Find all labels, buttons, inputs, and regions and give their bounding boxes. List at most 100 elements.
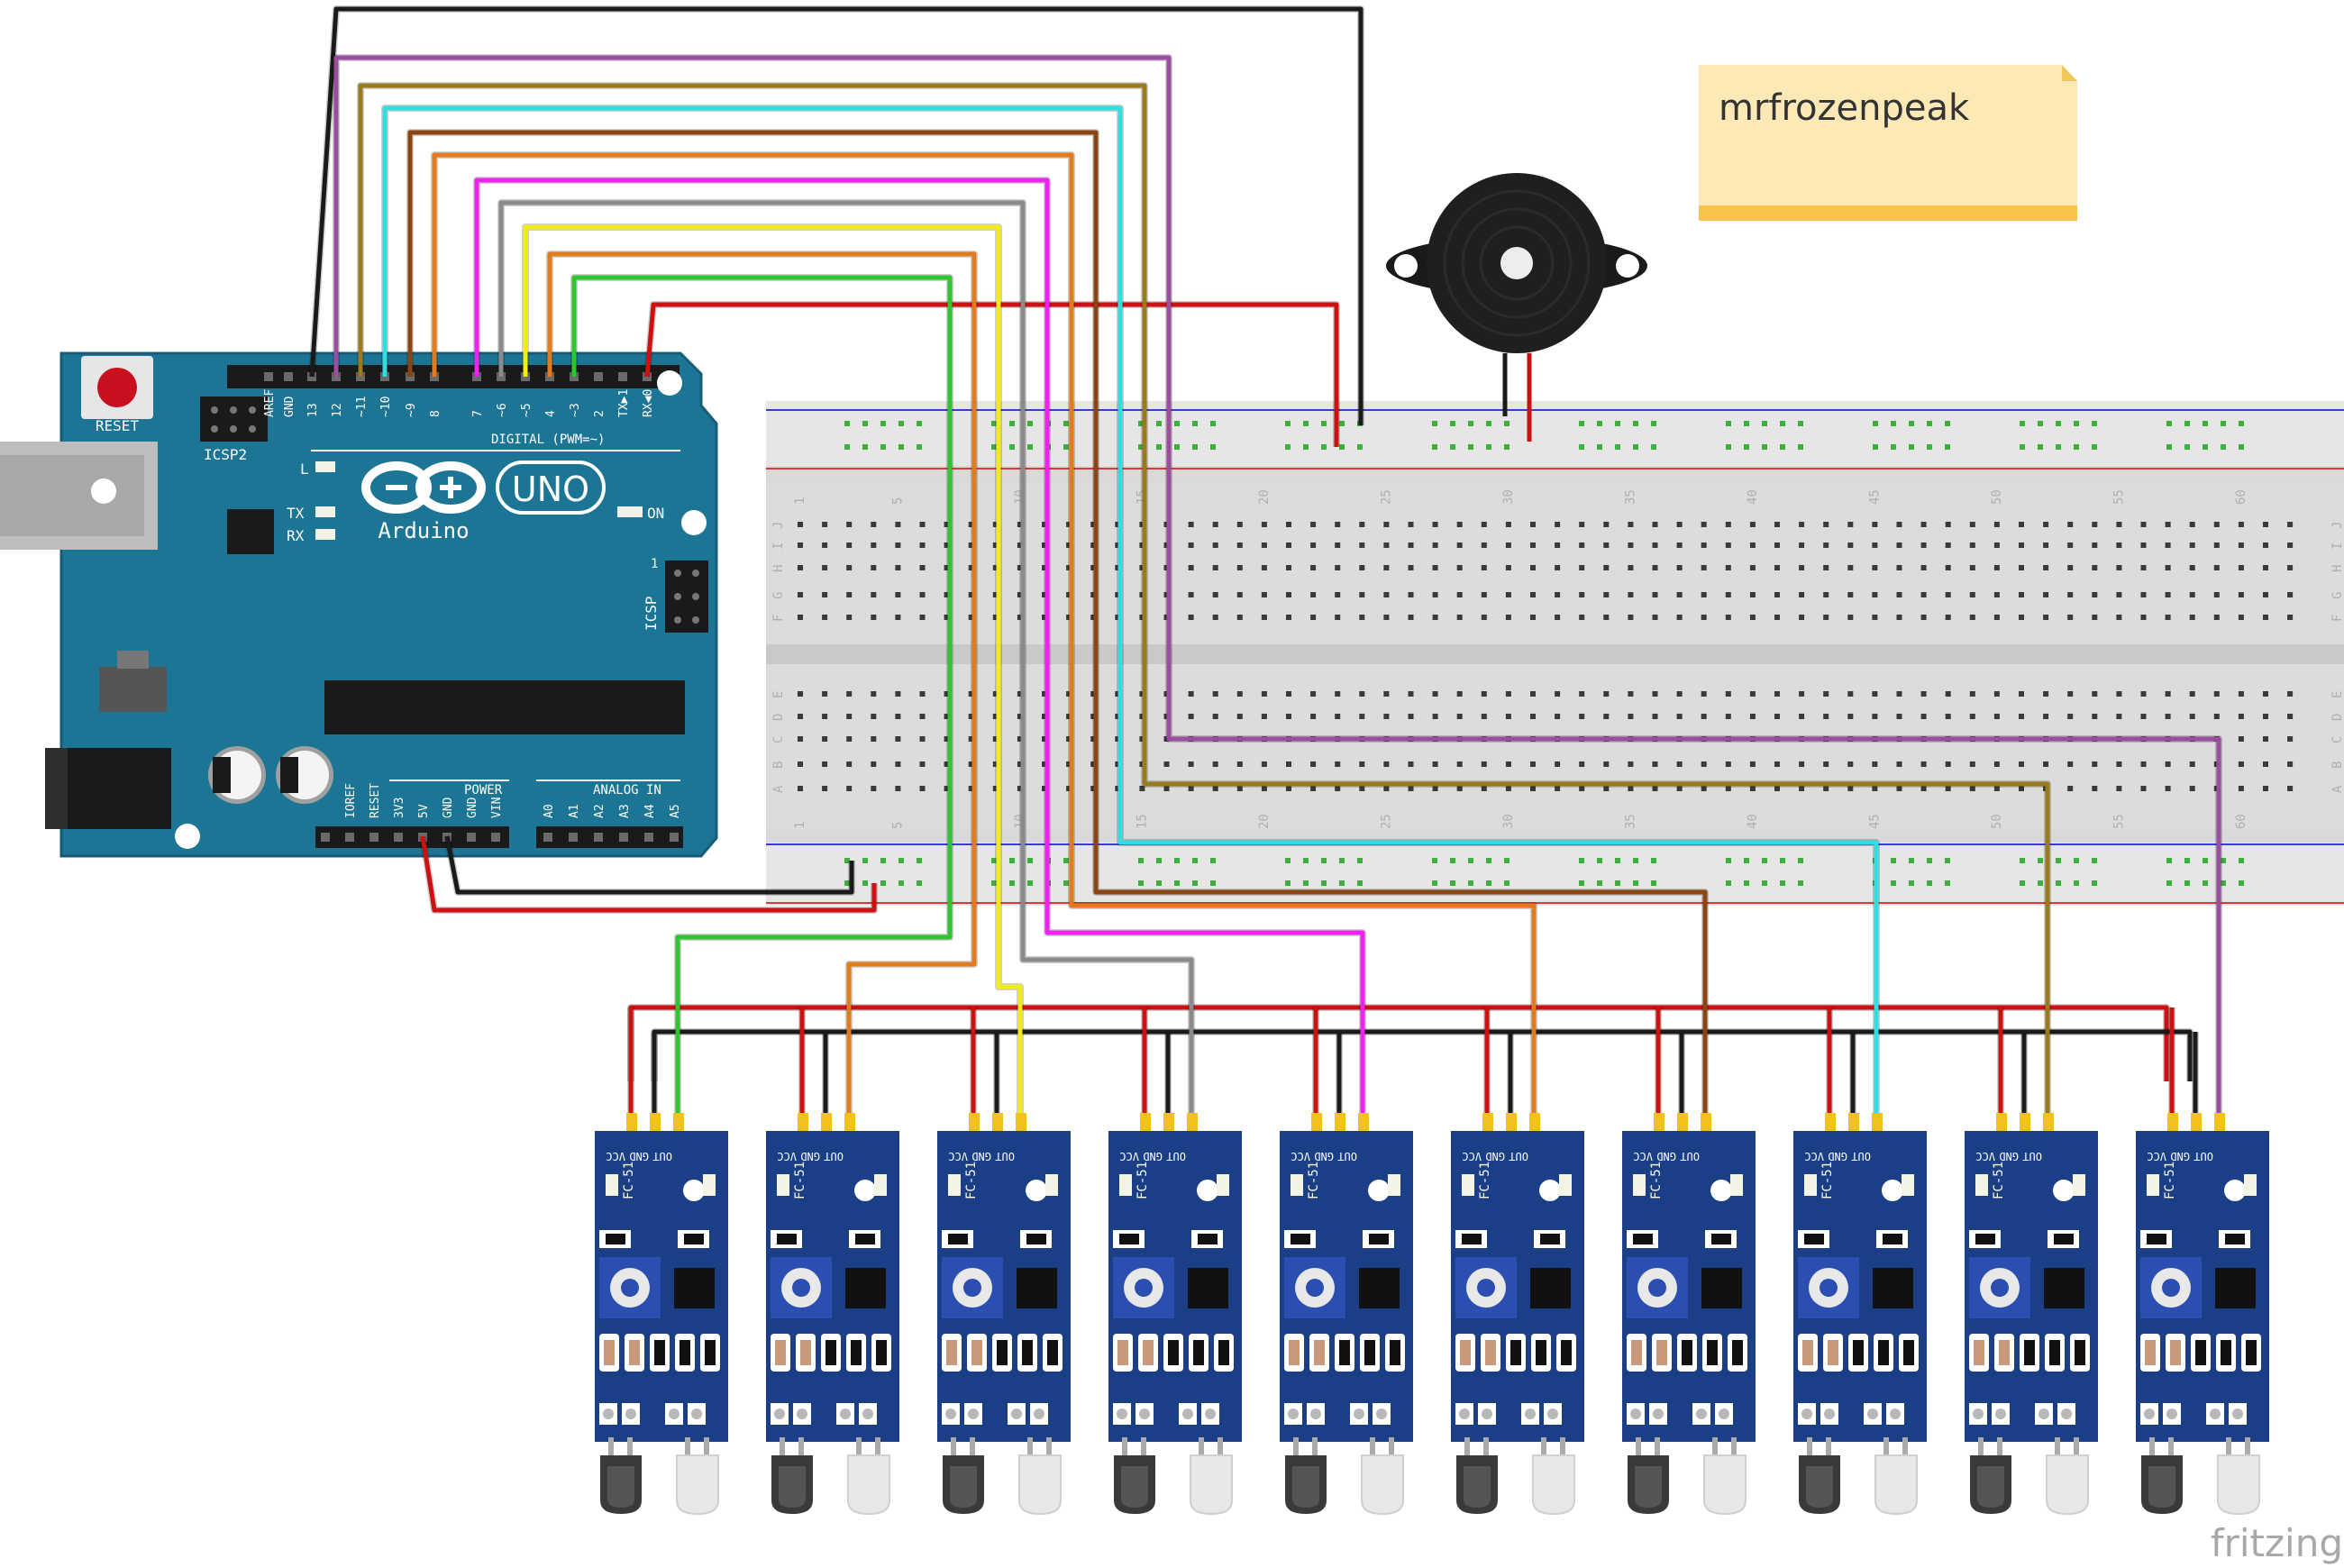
note-label: mrfrozenpeak bbox=[1699, 65, 2077, 221]
wire-signal-to-sensor bbox=[523, 224, 1023, 1113]
rx-label: RX bbox=[287, 527, 305, 544]
sensor-pin-label: VCC bbox=[1633, 1150, 1653, 1162]
wire-gnd-to-bottom-rail bbox=[444, 835, 854, 895]
fritzing-watermark: fritzing bbox=[2211, 1521, 2343, 1565]
bb-row-letter: G bbox=[2330, 592, 2344, 599]
sensor-pin-label: GND bbox=[1828, 1150, 1847, 1162]
sensor-pin-label: VCC bbox=[2147, 1150, 2166, 1162]
wire-signal-to-sensor bbox=[571, 275, 953, 1113]
bb-row-letter: F bbox=[2330, 615, 2344, 622]
analog-pin-label: A5 bbox=[669, 804, 682, 818]
sensor-pin-label: OUT bbox=[2022, 1150, 2042, 1162]
digital-pin-label: RX◀0 bbox=[642, 389, 655, 417]
tx-label: TX bbox=[287, 505, 305, 522]
bb-column-number-top: 20 bbox=[1257, 489, 1272, 505]
sensor-model-label: FC-51 bbox=[1478, 1162, 1492, 1199]
digital-pin-label: ~10 bbox=[379, 397, 393, 417]
sensor-model-label: FC-51 bbox=[1649, 1162, 1664, 1199]
digital-pin-label: AREF bbox=[263, 389, 277, 417]
digital-pin-label: TX▶1 bbox=[617, 389, 631, 417]
wire-signal-to-sensor bbox=[382, 105, 1879, 1113]
sensor-pin-label: OUT bbox=[1166, 1150, 1186, 1162]
sensor-model-label: FC-51 bbox=[1136, 1162, 1150, 1199]
wire-signal-to-sensor bbox=[407, 130, 1708, 1113]
bb-row-letter: G bbox=[771, 592, 786, 599]
bb-column-number-top: 1 bbox=[793, 497, 807, 505]
sensor-model-label: FC-51 bbox=[2163, 1162, 2177, 1199]
bb-row-letter: C bbox=[771, 736, 786, 743]
bb-row-letter: I bbox=[771, 542, 786, 550]
digital-pin-label: 12 bbox=[331, 403, 344, 417]
sensor-pin-label: GND bbox=[1314, 1150, 1334, 1162]
digital-pin-label: 8 bbox=[429, 410, 442, 417]
digital-pin-label: 4 bbox=[544, 410, 558, 417]
power-pin-label: 5V bbox=[417, 804, 431, 818]
digital-pin-label: ~3 bbox=[569, 403, 582, 417]
sensor-pin-label: VCC bbox=[606, 1150, 625, 1162]
bb-row-letter: D bbox=[771, 714, 786, 721]
sensor-pin-label: VCC bbox=[1975, 1150, 1995, 1162]
bb-column-number-bottom: 20 bbox=[1257, 814, 1272, 829]
digital-pin-label: ~5 bbox=[520, 403, 534, 417]
digital-pin-label: ~11 bbox=[355, 397, 369, 417]
bb-row-letter: C bbox=[2330, 736, 2344, 743]
bb-row-letter: H bbox=[771, 565, 786, 572]
bb-row-letter: J bbox=[771, 522, 786, 529]
sensor-model-label: FC-51 bbox=[622, 1162, 636, 1199]
sensor-pin-label: VCC bbox=[1291, 1150, 1310, 1162]
bb-row-letter: A bbox=[2330, 785, 2344, 793]
sensor-pin-label: VCC bbox=[1119, 1150, 1139, 1162]
digital-pin-label: 13 bbox=[306, 403, 320, 417]
sensor-pin-label: GND bbox=[2170, 1150, 2190, 1162]
bb-row-letter: I bbox=[2330, 542, 2344, 550]
sensor-pin-label: GND bbox=[971, 1150, 991, 1162]
icsp-label: ICSP bbox=[643, 596, 660, 631]
bb-column-number-top: 40 bbox=[1746, 489, 1760, 505]
sensor-pin-label: GND bbox=[1656, 1150, 1676, 1162]
digital-pin-label: 7 bbox=[471, 410, 485, 417]
sensor-model-label: FC-51 bbox=[1307, 1162, 1321, 1199]
bb-row-letter: D bbox=[2330, 714, 2344, 721]
bb-column-number-bottom: 25 bbox=[1379, 814, 1393, 829]
l-label: L bbox=[300, 460, 309, 478]
sensor-model-label: FC-51 bbox=[1992, 1162, 2006, 1199]
digital-pin-label: ~6 bbox=[496, 403, 509, 417]
bb-column-number-bottom: 5 bbox=[890, 822, 905, 829]
wire-signal-to-sensor bbox=[547, 251, 977, 1113]
sensor-pin-label: OUT bbox=[1509, 1150, 1528, 1162]
sensor-model-label: FC-51 bbox=[964, 1162, 979, 1199]
sensor-model-label: FC-51 bbox=[1820, 1162, 1835, 1199]
sensor-pin-label: GND bbox=[1999, 1150, 2019, 1162]
icsp2-label: ICSP2 bbox=[204, 446, 247, 463]
bb-column-number-bottom: 50 bbox=[1990, 814, 2004, 829]
bb-column-number-top: 5 bbox=[890, 497, 905, 505]
bb-column-number-bottom: 60 bbox=[2234, 814, 2248, 829]
wire-signal-to-sensor bbox=[358, 83, 2050, 1113]
ir-sensor-modules: OUTGNDVCCFC-51OUTGNDVCCFC-51OUTGNDVCCFC-… bbox=[595, 1113, 2269, 1516]
wire-signal-to-sensor bbox=[498, 200, 1194, 1113]
bb-row-letter: J bbox=[2330, 522, 2344, 529]
bb-row-letter: F bbox=[771, 615, 786, 622]
wire-sensor-vcc-bus bbox=[628, 1005, 2169, 1081]
wire-5v-to-rail bbox=[420, 835, 877, 913]
arduino-logo bbox=[361, 460, 606, 515]
sensor-pin-label: VCC bbox=[1462, 1150, 1482, 1162]
sensor-pin-label: OUT bbox=[1680, 1150, 1700, 1162]
note-text: mrfrozenpeak bbox=[1719, 87, 1970, 129]
bb-column-number-bottom: 45 bbox=[1867, 814, 1882, 829]
analog-pin-label: A3 bbox=[618, 804, 632, 818]
reset-label: RESET bbox=[96, 417, 140, 434]
sensor-pin-label: OUT bbox=[995, 1150, 1015, 1162]
bb-column-number-top: 45 bbox=[1867, 489, 1882, 505]
power-pin-label: VIN bbox=[490, 798, 504, 818]
sensor-pin-label: GND bbox=[1485, 1150, 1505, 1162]
bb-column-number-top: 30 bbox=[1501, 489, 1516, 505]
sensor-pin-label: OUT bbox=[652, 1150, 672, 1162]
wire-signal-to-sensor bbox=[432, 152, 1537, 1113]
sensor-pin-label: GND bbox=[800, 1150, 820, 1162]
wire-pin0-to-buzzer bbox=[644, 302, 1339, 447]
bb-column-number-bottom: 1 bbox=[793, 822, 807, 829]
sensor-pin-label: GND bbox=[629, 1150, 649, 1162]
